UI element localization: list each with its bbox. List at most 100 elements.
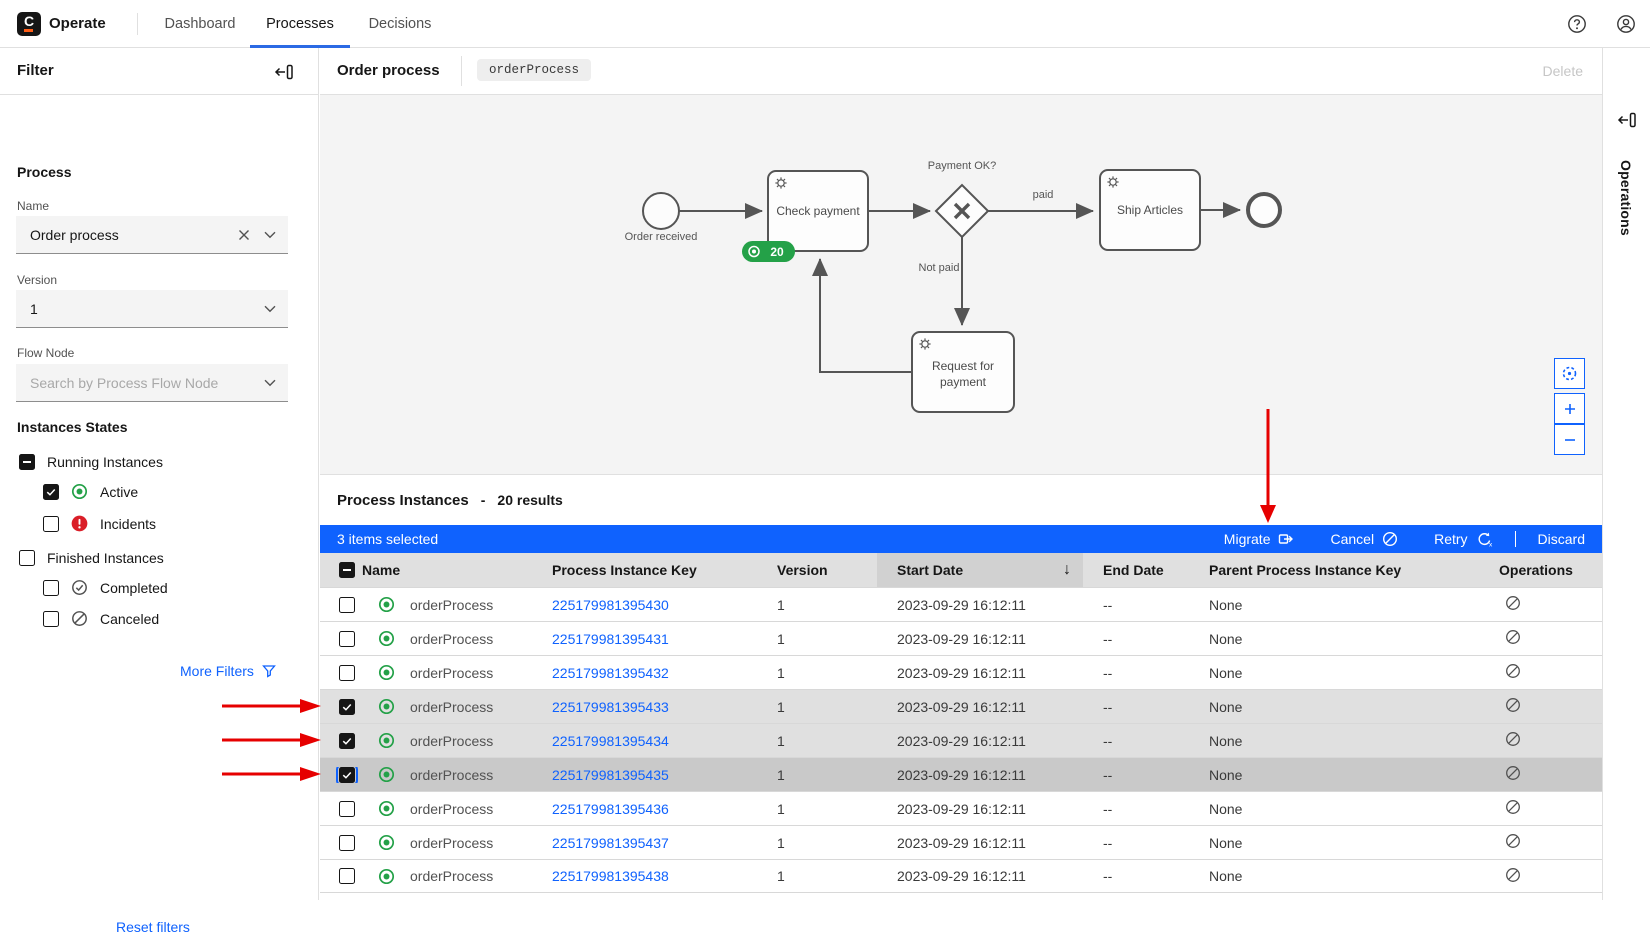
service-task-gear-icon	[775, 177, 787, 189]
instance-key-link[interactable]: 225179981395436	[552, 800, 669, 817]
instance-key-link[interactable]: 225179981395431	[552, 630, 669, 647]
tab-processes[interactable]: Processes	[250, 0, 350, 48]
user-profile-icon[interactable]	[1616, 14, 1636, 34]
retry-button[interactable]: Retry x	[1434, 531, 1492, 548]
operation-cancel-icon[interactable]	[1505, 629, 1521, 648]
table-header: Name Process Instance Key Version Start …	[320, 553, 1602, 587]
help-icon[interactable]	[1567, 14, 1587, 34]
header-parent-process-instance-key[interactable]: Parent Process Instance Key	[1209, 562, 1402, 578]
checkbox-active[interactable]: Active	[43, 483, 138, 500]
header-end-date[interactable]: End Date	[1103, 562, 1164, 578]
chevron-down-icon[interactable]	[264, 305, 276, 313]
instance-key-link[interactable]: 225179981395430	[552, 596, 669, 613]
expand-operations-icon[interactable]	[1617, 110, 1637, 130]
row-checkbox[interactable]	[339, 800, 355, 817]
task-request-payment[interactable]	[911, 331, 1015, 413]
zoom-in-button[interactable]	[1554, 393, 1585, 424]
select-all-checkbox[interactable]	[339, 562, 355, 578]
unchecked-checkbox[interactable]	[19, 550, 35, 566]
instance-key-link[interactable]: 225179981395432	[552, 664, 669, 681]
header-start-date[interactable]: Start Date ↓	[877, 553, 1083, 587]
chevron-down-icon[interactable]	[264, 231, 276, 239]
cancel-button[interactable]: Cancel	[1330, 531, 1398, 547]
instance-key-link[interactable]: 225179981395433	[552, 698, 669, 715]
version-select[interactable]: 1	[16, 290, 288, 328]
flow-node-combobox[interactable]: Search by Process Flow Node	[16, 364, 288, 402]
task-check-payment[interactable]	[767, 170, 869, 252]
tab-dashboard[interactable]: Dashboard	[164, 15, 236, 32]
operations-panel-label[interactable]: Operations	[1618, 160, 1634, 236]
operation-cancel-icon[interactable]	[1505, 595, 1521, 614]
operation-cancel-icon[interactable]	[1505, 799, 1521, 818]
checkbox-running-instances[interactable]: Running Instances	[19, 454, 163, 470]
operation-cancel-icon[interactable]	[1505, 731, 1521, 750]
checkbox-finished-instances[interactable]: Finished Instances	[19, 550, 164, 566]
migrate-button[interactable]: Migrate	[1224, 531, 1295, 547]
instance-key-link[interactable]: 225179981395438	[552, 868, 669, 884]
completed-state-icon	[72, 580, 87, 595]
process-name-combobox[interactable]: Order process	[16, 216, 288, 254]
delete-button[interactable]: Delete	[1542, 63, 1583, 79]
clear-icon[interactable]	[238, 229, 250, 241]
reset-filters-link[interactable]: Reset filters	[116, 919, 190, 935]
header-name[interactable]: Name	[362, 562, 401, 578]
camunda-logo-icon[interactable]: C	[17, 12, 41, 36]
row-checkbox[interactable]	[336, 766, 358, 783]
checkbox-completed[interactable]: Completed	[43, 579, 168, 596]
instance-version: 1	[777, 596, 785, 613]
start-event-label: Order received	[625, 231, 698, 243]
row-checkbox[interactable]	[339, 868, 355, 884]
header-operations: Operations	[1499, 562, 1573, 578]
unchecked-checkbox[interactable]	[43, 515, 59, 532]
operation-cancel-icon[interactable]	[1505, 663, 1521, 682]
instances-result-count: 20 results	[497, 492, 563, 508]
task-ship-articles[interactable]	[1099, 169, 1201, 251]
row-checkbox[interactable]	[339, 664, 355, 681]
header-version[interactable]: Version	[777, 562, 828, 578]
header-process-instance-key[interactable]: Process Instance Key	[552, 562, 697, 578]
checkbox-incidents[interactable]: Incidents	[43, 515, 156, 532]
instance-key-link[interactable]: 225179981395434	[552, 732, 669, 749]
active-instances-badge: 20	[742, 241, 795, 262]
row-checkbox[interactable]	[339, 630, 355, 647]
start-event[interactable]	[642, 192, 680, 230]
operation-cancel-icon[interactable]	[1505, 867, 1521, 886]
instance-name: orderProcess	[410, 698, 494, 715]
end-event[interactable]	[1246, 192, 1282, 228]
row-checkbox[interactable]	[339, 732, 355, 749]
row-checkbox[interactable]	[339, 596, 355, 613]
discard-button[interactable]: Discard	[1537, 531, 1585, 547]
zoom-out-button[interactable]	[1554, 424, 1585, 455]
instance-key-link[interactable]: 225179981395435	[552, 766, 669, 783]
operation-cancel-icon[interactable]	[1505, 833, 1521, 852]
instance-key-link[interactable]: 225179981395437	[552, 834, 669, 851]
chevron-down-icon[interactable]	[264, 379, 276, 387]
checked-checkbox[interactable]	[43, 483, 59, 500]
unchecked-checkbox[interactable]	[43, 610, 59, 627]
instance-parent-key: None	[1209, 868, 1243, 884]
operation-cancel-icon[interactable]	[1505, 765, 1521, 784]
collapse-panel-icon[interactable]	[274, 62, 294, 82]
unchecked-checkbox[interactable]	[43, 579, 59, 596]
indeterminate-checkbox[interactable]	[19, 454, 35, 470]
filter-panel: Filter Process Name Order process Versio…	[0, 48, 319, 935]
selection-action-bar: 3 items selected Migrate Cancel Retry x	[320, 525, 1602, 553]
bpmn-diagram[interactable]: Order received Check payment 20 Payment …	[320, 95, 1602, 474]
tab-decisions[interactable]: Decisions	[368, 15, 432, 32]
row-checkbox[interactable]	[339, 834, 355, 851]
checkbox-canceled[interactable]: Canceled	[43, 610, 159, 627]
row-checkbox[interactable]	[339, 698, 355, 715]
diagram-reset-button[interactable]	[1554, 358, 1585, 389]
more-filters-link[interactable]: More Filters	[180, 663, 276, 679]
operation-cancel-icon[interactable]	[1505, 697, 1521, 716]
header-divider	[461, 56, 462, 86]
